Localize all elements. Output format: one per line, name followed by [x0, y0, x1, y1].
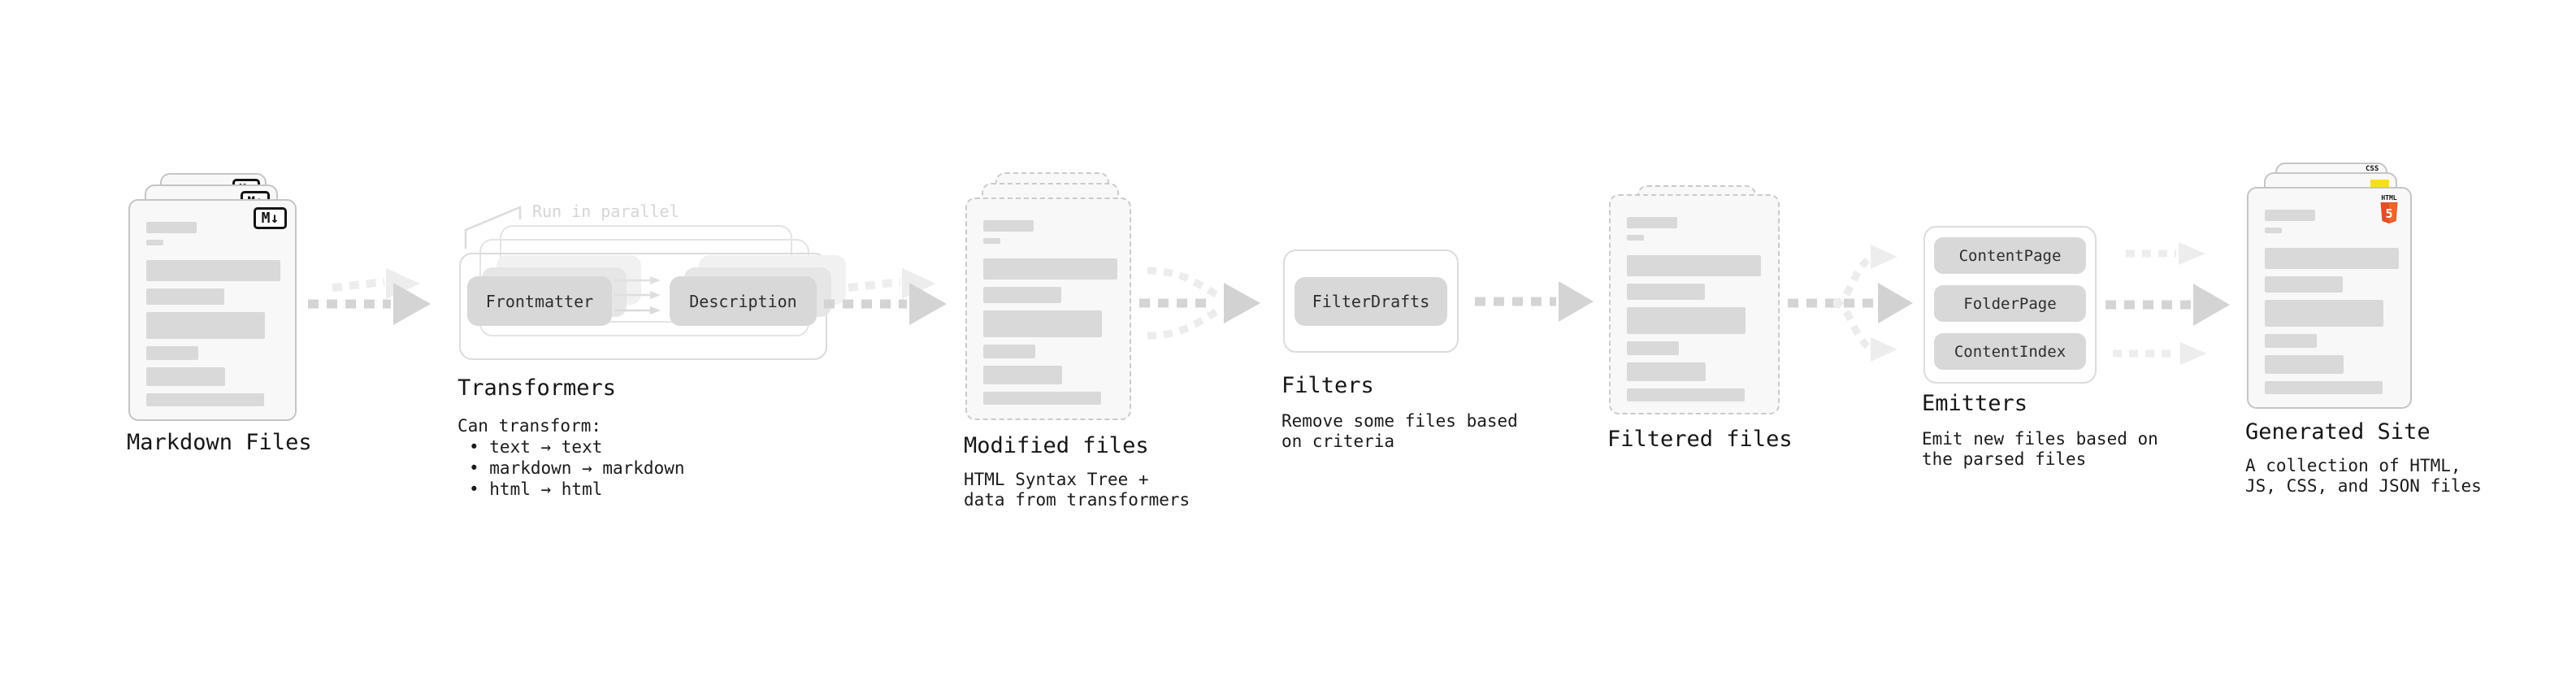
- transformers-desc-bullet: • text → text: [469, 437, 603, 457]
- js-file-icon: [2370, 180, 2389, 189]
- doc-line: [983, 287, 1061, 303]
- doc-line: [146, 393, 264, 406]
- doc-line: [1627, 362, 1706, 381]
- doc-line: [1627, 255, 1761, 276]
- doc-line: [2265, 228, 2282, 233]
- svg-text:5: 5: [2385, 206, 2392, 221]
- filter-drafts-chip: FilterDrafts: [1295, 277, 1447, 326]
- doc-line: [2265, 355, 2344, 374]
- generated-site-desc-line: A collection of HTML,: [2245, 456, 2461, 475]
- doc-line: [2265, 248, 2399, 269]
- generated-site-desc-line: JS, CSS, and JSON files: [2245, 476, 2482, 496]
- doc-line: [2265, 300, 2383, 327]
- transformers-desc-line: Can transform:: [458, 416, 602, 436]
- markdown-icon: M↓: [254, 207, 287, 229]
- doc-line: [983, 345, 1035, 358]
- arrow-transformers-to-modified: [824, 268, 947, 325]
- arrow-emitters-to-generated: [2105, 242, 2230, 365]
- transformer-frontmatter-chip: Frontmatter: [467, 276, 612, 326]
- doc-line: [146, 346, 198, 360]
- doc-line: [983, 238, 1000, 244]
- modified-files-desc-line: data from transformers: [964, 490, 1190, 510]
- transformer-description-chip: Description: [670, 276, 817, 326]
- doc-line: [983, 392, 1101, 405]
- run-in-parallel-connector: [464, 206, 522, 249]
- arrow-markdown-to-transformers: [308, 268, 431, 325]
- stage-label-modified-files: Modified files: [964, 433, 1149, 458]
- stage-label-generated-site: Generated Site: [2245, 419, 2431, 445]
- stage-label-markdown-files: Markdown Files: [127, 430, 312, 455]
- doc-line: [2265, 334, 2317, 348]
- doc-line: [983, 220, 1034, 232]
- doc-line: [983, 258, 1117, 280]
- doc-line: [146, 260, 280, 281]
- doc-line: [983, 310, 1102, 337]
- doc-line: [146, 312, 265, 339]
- doc-line: [1627, 307, 1746, 334]
- doc-line: [1627, 388, 1745, 401]
- doc-line: [1627, 284, 1705, 300]
- arrow-filters-to-filtered: [1475, 281, 1594, 322]
- run-in-parallel-note: Run in parallel: [532, 202, 679, 221]
- doc-line: [2265, 381, 2383, 394]
- transformers-desc-bullet: • html → html: [469, 479, 603, 499]
- stage-label-transformers: Transformers: [458, 375, 617, 401]
- markdown-file-doc-front: M↓: [128, 199, 297, 421]
- generated-file-doc-front: HTML 5: [2247, 187, 2412, 409]
- emitter-folder-page-chip: FolderPage: [1934, 285, 2086, 322]
- doc-line: [1627, 217, 1677, 228]
- doc-line: [146, 367, 225, 386]
- arrow-modified-to-filters: [1139, 267, 1260, 340]
- stage-label-filtered-files: Filtered files: [1607, 427, 1793, 452]
- filters-desc-line: Remove some files based: [1281, 411, 1518, 431]
- filtered-file-doc-front: [1609, 194, 1780, 414]
- doc-line: [983, 366, 1062, 384]
- modified-file-doc-front: [965, 197, 1131, 420]
- doc-line: [146, 222, 197, 233]
- doc-line: [146, 240, 163, 245]
- emitter-content-index-chip: ContentIndex: [1934, 333, 2086, 370]
- emitters-desc-line: the parsed files: [1922, 449, 2087, 469]
- svg-text:HTML: HTML: [2381, 194, 2396, 202]
- emitters-desc-line: Emit new files based on: [1922, 429, 2158, 449]
- doc-line: [2265, 276, 2343, 293]
- html5-icon: HTML 5: [2380, 194, 2398, 223]
- doc-line: [146, 288, 224, 305]
- doc-line: [1627, 341, 1679, 355]
- doc-line: [2265, 210, 2315, 221]
- stage-label-filters: Filters: [1281, 373, 1374, 398]
- stage-label-emitters: Emitters: [1922, 391, 2028, 416]
- arrow-filtered-to-emitters: [1788, 245, 1913, 362]
- emitter-content-page-chip: ContentPage: [1934, 237, 2086, 274]
- transformer-flow-arrows-icon: [614, 276, 661, 314]
- doc-line: [1627, 235, 1644, 241]
- transformers-desc-bullet: • markdown → markdown: [469, 458, 685, 478]
- filters-desc-line: on criteria: [1281, 432, 1395, 451]
- modified-files-desc-line: HTML Syntax Tree +: [964, 470, 1149, 489]
